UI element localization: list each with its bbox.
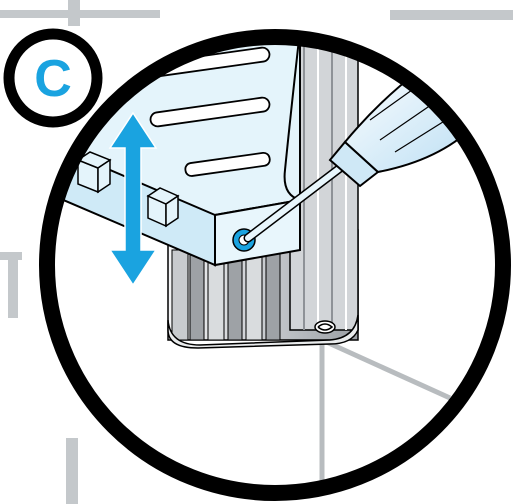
- screw-icon: [315, 321, 335, 333]
- step-badge: C: [9, 34, 97, 122]
- step-letter: C: [34, 50, 72, 108]
